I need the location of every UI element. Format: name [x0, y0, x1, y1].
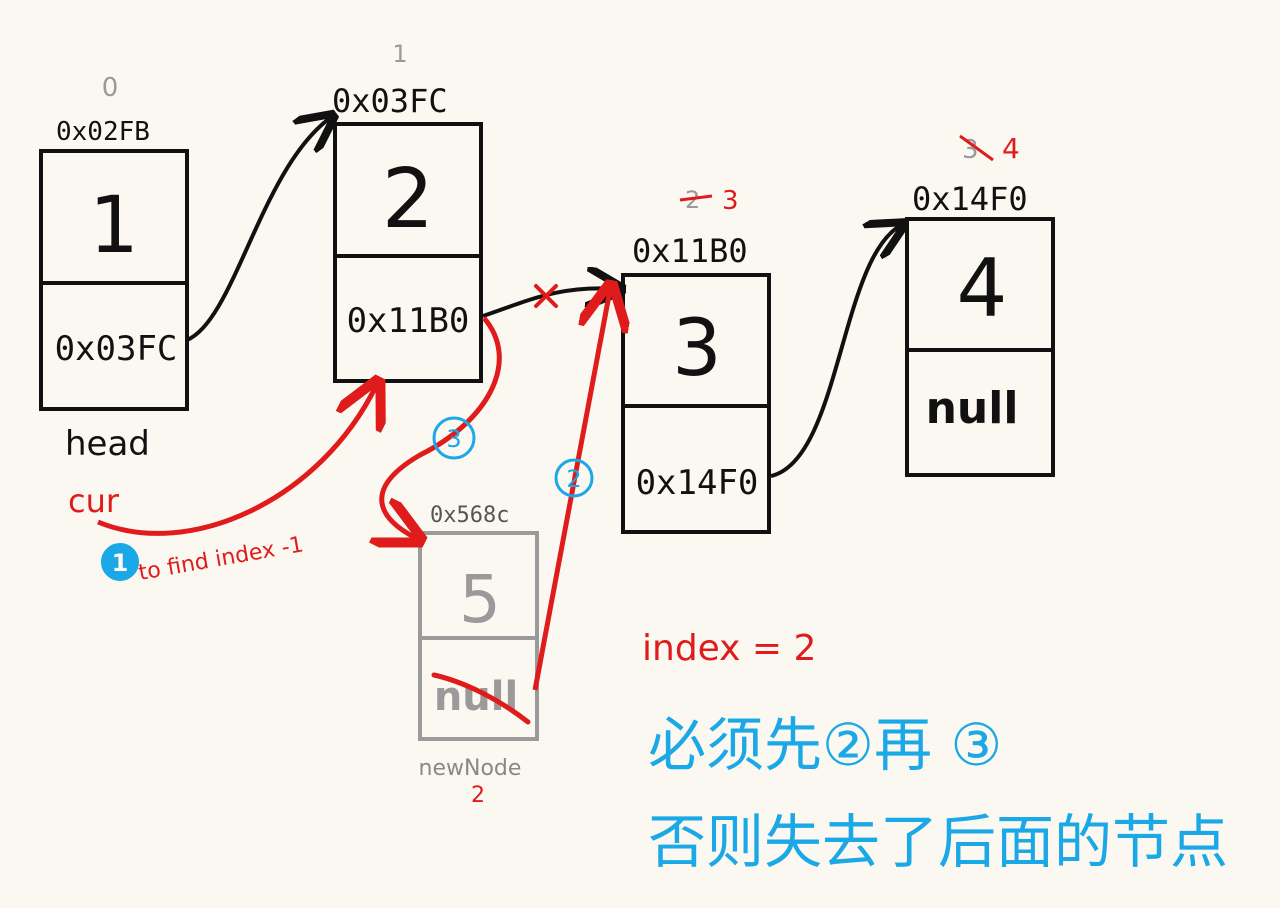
arrow-step2	[532, 290, 610, 691]
arrow-node1-to-node2	[186, 118, 330, 342]
step2-number: 2	[566, 465, 581, 493]
index-equals-label: index = 2	[642, 628, 816, 669]
new-node: 0x568c 5 null newNode 2	[418, 503, 539, 808]
node-2-next: 0x11B0	[347, 301, 470, 341]
cur-label: cur	[68, 482, 120, 520]
node-2-index-label: 1	[392, 40, 407, 68]
arrow-node3-to-node4	[770, 226, 900, 478]
node-4: 3 4 0x14F0 4 null	[905, 132, 1055, 477]
node-1-next: 0x03FC	[55, 329, 178, 369]
node-3-index-old: 2	[685, 186, 700, 214]
node-4-index-old: 3	[962, 135, 979, 165]
step1-number: 1	[112, 549, 129, 577]
node-4-index-strike	[959, 134, 994, 162]
node-2-box	[333, 122, 483, 383]
broken-link-mark	[534, 284, 558, 308]
step3-number: 3	[446, 425, 461, 453]
node-2-address: 0x03FC	[332, 82, 448, 120]
new-node-value: 5	[459, 561, 501, 638]
node-1-index-label: 0	[102, 73, 119, 103]
node-3: 2 3 0x11B0 3 0x14F0	[621, 186, 771, 534]
node-3-index-strike	[679, 194, 713, 202]
arrow-step3	[382, 316, 502, 538]
note-line-2: 否则失去了后面的节点	[648, 808, 1228, 876]
node-4-value: 4	[957, 242, 1008, 335]
note-line-1: 必须先②再 ③	[648, 711, 1002, 779]
step1-badge	[101, 543, 139, 581]
head-label: head	[65, 424, 150, 464]
node-4-address: 0x14F0	[912, 180, 1028, 218]
step3-badge	[432, 416, 476, 460]
node-3-next: 0x14F0	[636, 463, 759, 503]
new-node-next: null	[434, 674, 518, 720]
arrow-step1-cur	[97, 386, 376, 536]
node-1-box	[39, 149, 189, 411]
node-3-index-new: 3	[722, 186, 739, 216]
node-3-value: 3	[672, 304, 722, 394]
new-node-label: newNode	[419, 756, 522, 781]
node-1-address: 0x02FB	[56, 117, 150, 147]
new-node-address: 0x568c	[430, 503, 509, 528]
node-4-box	[905, 217, 1055, 477]
new-node-null-strike	[431, 672, 531, 725]
node-4-index-new: 4	[1002, 132, 1020, 165]
node-3-box	[621, 273, 771, 534]
node-2: 1 0x03FC 2 0x11B0	[332, 40, 483, 383]
node-3-address: 0x11B0	[632, 232, 748, 270]
node-4-next: null	[926, 383, 1019, 434]
step1-text: to find index -1	[137, 532, 306, 586]
node-1-value: 1	[89, 181, 139, 271]
node-1: 0 0x02FB 1 0x03FC head	[39, 73, 189, 464]
step2-badge	[554, 458, 594, 498]
new-node-label-sub: 2	[471, 783, 485, 808]
node-2-value: 2	[382, 152, 434, 247]
